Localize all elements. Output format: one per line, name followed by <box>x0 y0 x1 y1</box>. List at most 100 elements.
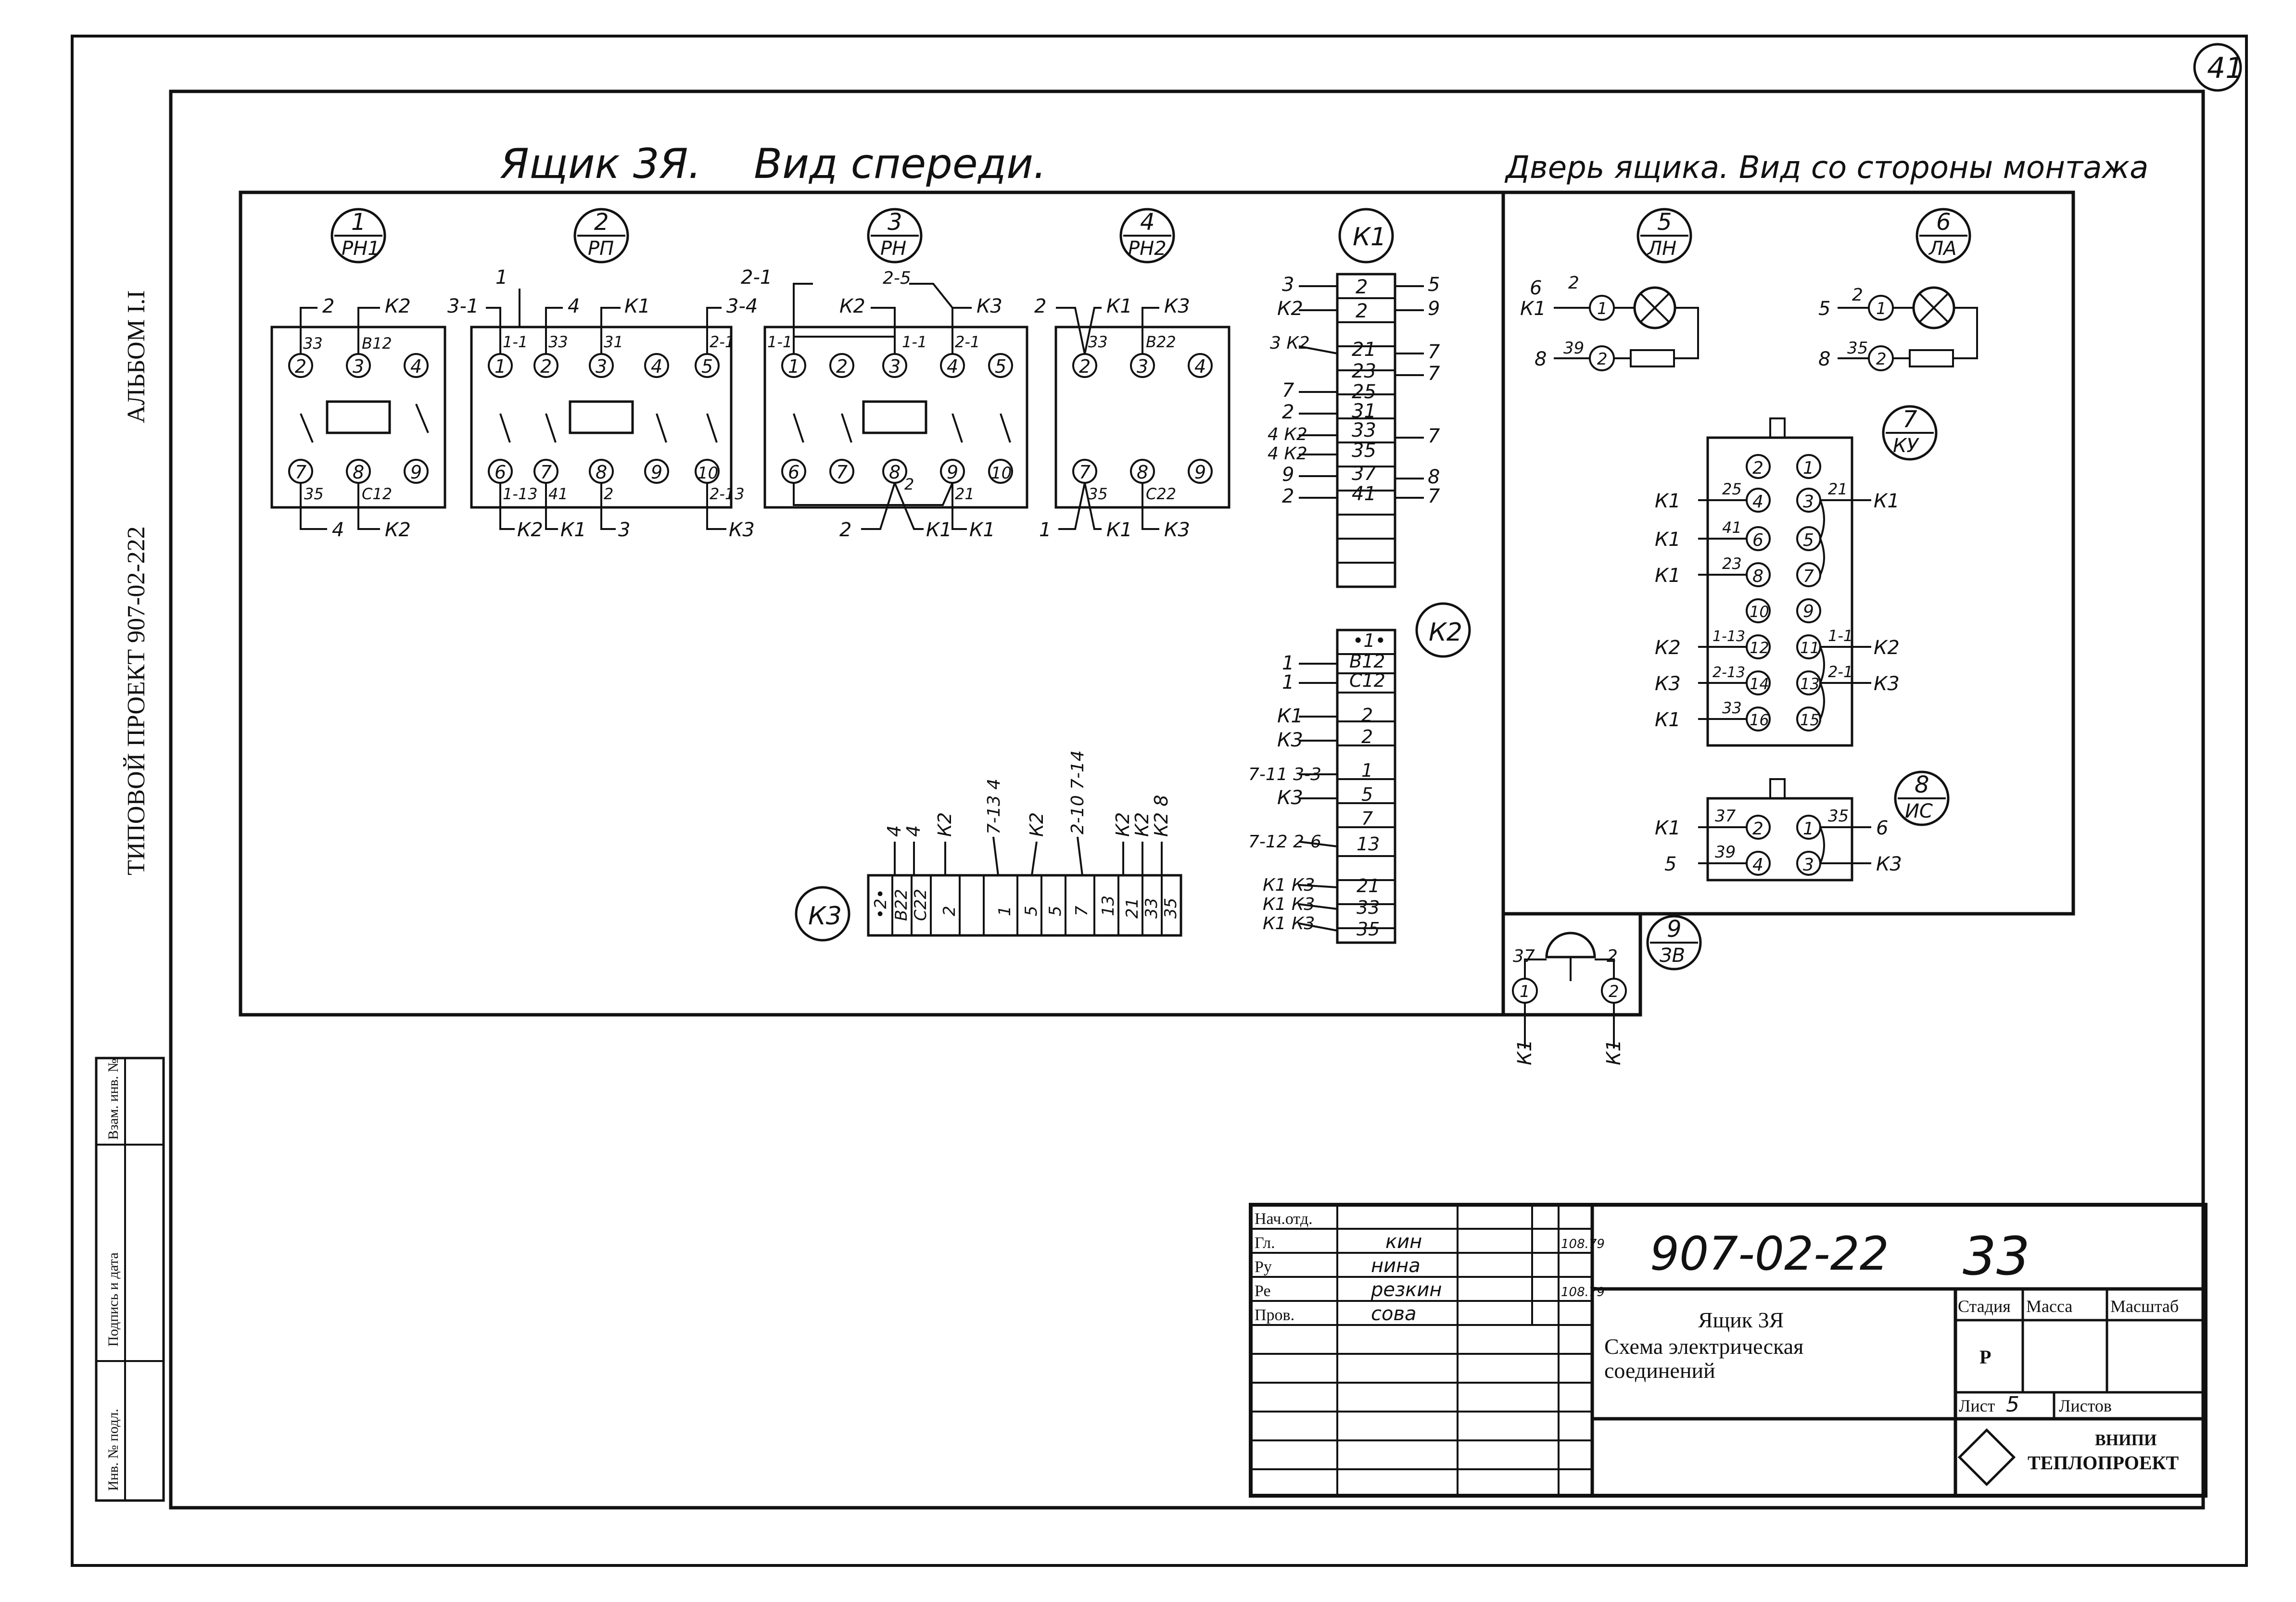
svg-text:К3: К3 <box>808 902 842 931</box>
svg-text:5: 5 <box>1657 209 1672 236</box>
svg-text:7-13 4: 7-13 4 <box>984 779 1004 834</box>
svg-text:2: 2 <box>295 356 306 377</box>
svg-text:2: 2 <box>540 356 552 377</box>
svg-text:1: 1 <box>1039 519 1051 541</box>
svg-text:41: 41 <box>1722 518 1742 537</box>
svg-text:Ящик 3Я: Ящик 3Я <box>1698 1308 1784 1332</box>
svg-text:37: 37 <box>1352 463 1376 485</box>
svg-text:4 К2: 4 К2 <box>1268 444 1307 464</box>
svg-text:25: 25 <box>1352 381 1376 403</box>
door-panel <box>1501 190 2075 916</box>
svg-text:РН2: РН2 <box>1128 238 1167 260</box>
svg-text:1-1: 1-1 <box>503 333 528 351</box>
svg-text:К1: К1 <box>1277 705 1303 727</box>
svg-text:10: 10 <box>1750 603 1769 621</box>
svg-text:кин: кин <box>1385 1231 1422 1253</box>
svg-text:1: 1 <box>1597 299 1608 318</box>
svg-text:6: 6 <box>495 462 506 483</box>
svg-text:К1: К1 <box>1874 490 1900 512</box>
svg-text:4: 4 <box>1140 209 1155 236</box>
svg-text:ЛА: ЛА <box>1928 238 1956 260</box>
box-front-title: Ящик 3Я. Вид спереди. <box>500 140 1046 188</box>
svg-text:7-12 2-6: 7-12 2-6 <box>1248 832 1321 852</box>
stamp-sign-label: Подпись и дата <box>105 1252 121 1347</box>
svg-text:1: 1 <box>788 356 799 377</box>
svg-text:31: 31 <box>1352 400 1376 422</box>
svg-text:8: 8 <box>353 462 364 483</box>
corner-sheet-circle <box>2193 43 2242 92</box>
svg-text:1: 1 <box>1361 760 1373 781</box>
svg-text:21: 21 <box>955 485 975 503</box>
svg-text:Масса: Масса <box>2026 1297 2072 1316</box>
svg-text:7: 7 <box>1428 341 1440 363</box>
lamp-la: 6 ЛА 5 2 1 8 35 2 <box>1818 208 1978 371</box>
svg-text:21: 21 <box>1123 898 1142 919</box>
svg-text:Лист: Лист <box>1959 1396 1995 1415</box>
svg-text:35: 35 <box>1847 339 1868 358</box>
svg-text:108.79: 108.79 <box>1561 1285 1605 1299</box>
svg-text:К2: К2 <box>385 519 411 541</box>
svg-text:ЗВ: ЗВ <box>1660 945 1685 967</box>
svg-text:К1 К3: К1 К3 <box>1263 914 1315 933</box>
inner-frame <box>169 89 2205 1510</box>
svg-text:4: 4 <box>332 519 344 541</box>
svg-text:35: 35 <box>1088 485 1108 503</box>
svg-text:1: 1 <box>995 906 1015 916</box>
svg-text:1: 1 <box>1876 299 1887 318</box>
svg-text:1: 1 <box>1282 671 1294 694</box>
svg-text:К2: К2 <box>1655 637 1681 659</box>
svg-text:35: 35 <box>1828 807 1849 826</box>
svg-text:К1: К1 <box>926 519 952 541</box>
svg-text:К1: К1 <box>1106 295 1132 317</box>
svg-text:•2•: •2• <box>871 889 890 919</box>
svg-text:31: 31 <box>604 333 623 351</box>
svg-text:К1: К1 <box>1520 298 1546 320</box>
svg-text:21: 21 <box>1352 339 1376 361</box>
svg-text:9: 9 <box>1428 298 1440 320</box>
bell-zv: 9 ЗВ 37 1 2 2 К1 К1 <box>1512 915 1702 1065</box>
svg-text:4: 4 <box>947 356 958 377</box>
svg-text:ТЕПЛОПРОЕКТ: ТЕПЛОПРОЕКТ <box>2028 1452 2179 1474</box>
svg-text:5: 5 <box>1664 853 1676 875</box>
svg-text:41: 41 <box>548 485 568 503</box>
svg-text:1: 1 <box>495 266 507 289</box>
svg-text:2: 2 <box>1568 273 1579 293</box>
doc-number: 907-02-22 <box>1650 1227 1889 1281</box>
svg-text:К2: К2 <box>839 295 865 317</box>
svg-text:В12: В12 <box>362 334 392 353</box>
svg-text:23: 23 <box>1722 555 1742 573</box>
svg-text:6: 6 <box>1876 817 1888 839</box>
svg-text:соединений: соединений <box>1604 1358 1715 1383</box>
svg-text:13: 13 <box>1800 675 1820 693</box>
svg-text:нина: нина <box>1371 1255 1421 1277</box>
svg-text:3: 3 <box>353 356 364 377</box>
svg-text:13: 13 <box>1357 833 1380 855</box>
device-rp: 2 РП 1 2 3 4 5 6 7 8 9 10 3-1 1 1-1 33 4 <box>447 208 758 541</box>
svg-text:К1: К1 <box>1655 490 1681 512</box>
svg-text:4: 4 <box>884 825 905 837</box>
svg-text:7-11 3-3: 7-11 3-3 <box>1248 765 1321 784</box>
svg-text:7: 7 <box>1072 906 1091 916</box>
svg-text:33: 33 <box>1142 898 1161 919</box>
svg-text:РП: РП <box>588 238 614 260</box>
svg-text:2: 2 <box>1079 356 1091 377</box>
svg-text:2: 2 <box>1282 485 1294 507</box>
svg-text:К1: К1 <box>1655 709 1681 731</box>
svg-text:33: 33 <box>1088 333 1108 351</box>
svg-text:4: 4 <box>410 356 422 377</box>
svg-text:К3: К3 <box>1876 853 1902 875</box>
svg-text:3-1: 3-1 <box>447 295 479 317</box>
svg-text:9: 9 <box>1803 602 1814 621</box>
device-rn: 3 РН 1 2 3 4 5 6 7 8 9 10 2-1 К2 2-5 1-1 <box>741 208 1028 541</box>
svg-text:2: 2 <box>594 209 609 236</box>
svg-text:1: 1 <box>495 356 506 377</box>
svg-text:33: 33 <box>303 334 323 353</box>
svg-text:16: 16 <box>1750 711 1769 729</box>
sheet-code: 33 <box>1963 1225 2030 1287</box>
svg-text:К1: К1 <box>969 519 995 541</box>
svg-text:2: 2 <box>839 519 851 541</box>
svg-text:37: 37 <box>1715 807 1736 826</box>
svg-text:2: 2 <box>940 906 959 916</box>
svg-text:2: 2 <box>1361 705 1373 726</box>
svg-text:К1: К1 <box>1655 565 1681 587</box>
